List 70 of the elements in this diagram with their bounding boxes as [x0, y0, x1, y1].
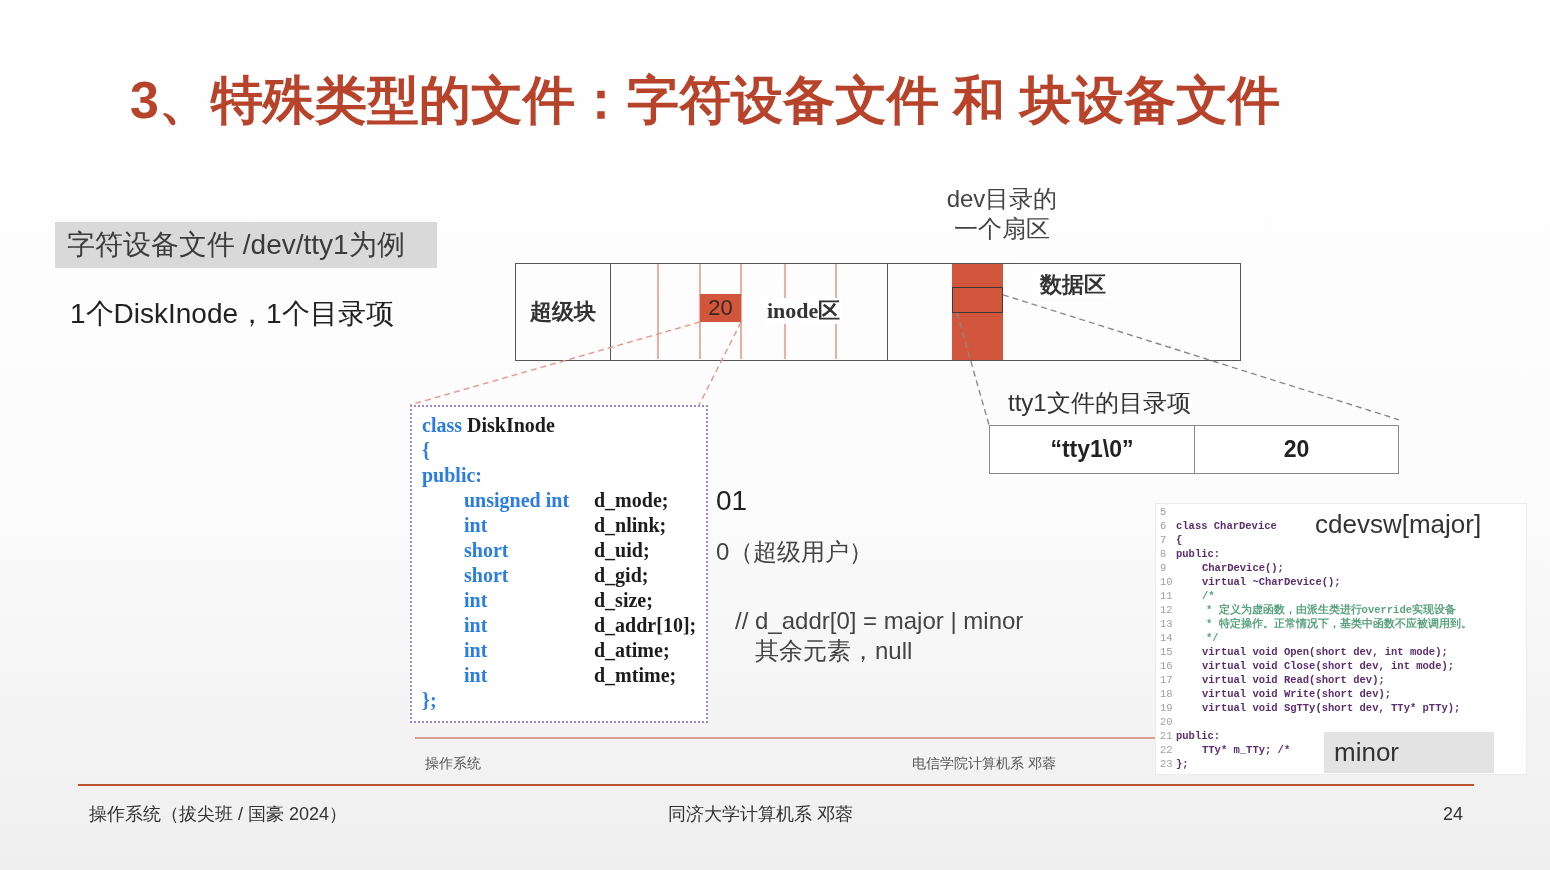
- directory-entry-slot: [952, 287, 1003, 313]
- code-line: short: [464, 538, 509, 563]
- inode-slot: 20: [700, 294, 741, 322]
- code-line: public:: [422, 463, 483, 488]
- footer-text: 操作系统: [425, 754, 481, 773]
- code-line: };: [422, 688, 437, 713]
- code-line: 9 CharDevice();: [1160, 561, 1284, 575]
- code-screenshot: [1155, 503, 1527, 775]
- code-line: 7 {: [1160, 533, 1183, 547]
- code-line: 18 virtual void Write(short dev);: [1160, 687, 1392, 701]
- code-line: 10 virtual ~CharDevice();: [1160, 575, 1341, 589]
- sector-caption: dev目录的一个扇区: [945, 184, 1059, 244]
- code-line: int: [464, 613, 488, 638]
- leader-line: [409, 321, 701, 406]
- value-note: 01: [716, 484, 748, 518]
- code-line: unsigned int: [464, 488, 570, 513]
- code-line: int: [464, 588, 488, 613]
- code-line: 17 virtual void Read(short dev);: [1160, 673, 1385, 687]
- code-line: 23 };: [1160, 757, 1189, 771]
- region-label: 数据区: [1038, 272, 1108, 298]
- footer-text: 同济大学计算机系 邓蓉: [668, 803, 853, 826]
- code-line: 11 /*: [1160, 589, 1215, 603]
- code-line: d_size;: [594, 588, 653, 613]
- code-line: 15 virtual void Open(short dev, int mode);: [1160, 645, 1448, 659]
- table-title: tty1文件的目录项: [1008, 388, 1191, 418]
- leader-line: [1002, 294, 1400, 421]
- code-line: d_gid;: [594, 563, 649, 588]
- code-line: 5: [1160, 505, 1168, 519]
- code-line: 22 TTy* m_TTy; /*: [1160, 743, 1291, 757]
- code-line: 14 */: [1160, 631, 1219, 645]
- code-panel: [410, 405, 708, 723]
- code-line: int: [464, 663, 488, 688]
- code-line: d_mtime;: [594, 663, 677, 688]
- code-line: 21 public:: [1160, 729, 1221, 743]
- code-line: 12 * 定义为虚函数，由派生类进行override实现设备: [1160, 603, 1456, 617]
- code-line: class DiskInode: [422, 413, 555, 438]
- code-line: 8 public:: [1160, 547, 1221, 561]
- footer-text: 电信学院计算机系 邓蓉: [912, 754, 1056, 773]
- table-cell: 20: [1194, 425, 1399, 474]
- annotation-tag: minor: [1324, 732, 1494, 773]
- annotation-text: cdevsw[major]: [1315, 508, 1482, 541]
- code-line: d_nlink;: [594, 513, 667, 538]
- region-label: inode区: [765, 298, 843, 324]
- code-line: d_atime;: [594, 638, 670, 663]
- code-line: d_addr[10];: [594, 613, 697, 638]
- disk-block-cell: 超级块: [515, 263, 611, 361]
- topic-banner: 字符设备文件 /dev/tty1为例: [55, 222, 437, 268]
- code-line: int: [464, 513, 488, 538]
- data-region: [887, 263, 1241, 361]
- code-line: d_mode;: [594, 488, 669, 513]
- code-line: 19 virtual void SgTTy(short dev, TTy* pTTy);: [1160, 701, 1461, 715]
- table-cell: “tty1\0”: [989, 425, 1195, 474]
- code-line: 13 * 特定操作。正常情况下，基类中函数不应被调用到。: [1160, 617, 1472, 631]
- leader-line: [956, 312, 990, 426]
- code-line: short: [464, 563, 509, 588]
- summary-text: 1个DiskInode，1个目录项: [70, 297, 394, 331]
- code-line: int: [464, 638, 488, 663]
- leader-line: [698, 321, 742, 406]
- code-line: 20: [1160, 715, 1174, 729]
- value-note: // d_addr[0] = major | minor 其余元素，null: [735, 606, 1025, 666]
- inode-region: [610, 263, 888, 361]
- code-line: 16 virtual void Close(short dev, int mode);: [1160, 659, 1455, 673]
- page-number: 24: [1443, 803, 1464, 826]
- slide-title: 3、特殊类型的文件：字符设备文件 和 块设备文件: [130, 70, 1280, 131]
- value-note: 0（超级用户）: [716, 537, 874, 567]
- code-line: {: [422, 438, 430, 463]
- sector-block: [952, 264, 1003, 360]
- code-line: d_uid;: [594, 538, 650, 563]
- footer-text: 操作系统（拔尖班 / 国豪 2024）: [89, 803, 348, 826]
- code-line: 6 class CharDevice: [1160, 519, 1277, 533]
